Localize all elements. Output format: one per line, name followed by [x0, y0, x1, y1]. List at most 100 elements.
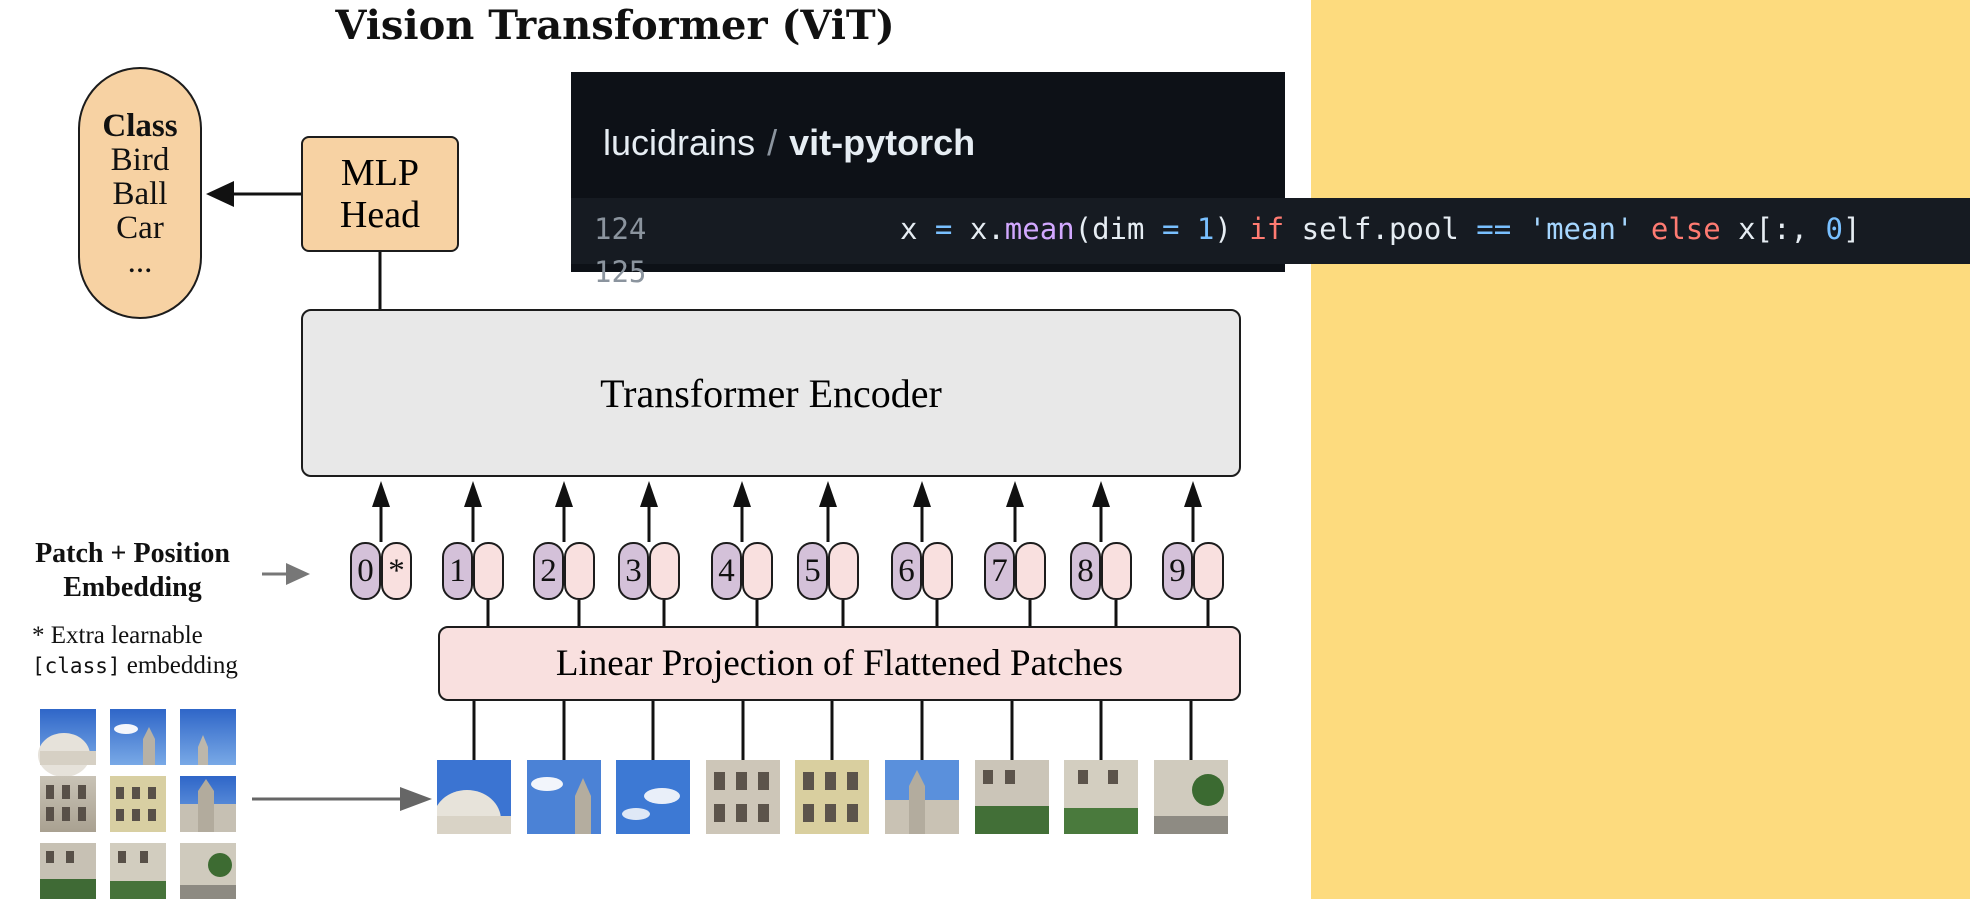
garden-left-patch-image	[975, 760, 1049, 834]
repo-breadcrumb[interactable]: lucidrains / vit-pytorch	[603, 122, 975, 164]
token-position-embedding-4	[742, 542, 773, 600]
sky-tower-patch-image	[527, 760, 601, 834]
grid-tile-dome	[38, 709, 96, 777]
token-arrow-head-1	[464, 481, 482, 507]
facade-left-patch-image	[706, 760, 780, 834]
input-image-grid	[38, 709, 236, 899]
code-mean-string: 'mean'	[1528, 212, 1634, 246]
mlp-head-line1: MLP	[340, 152, 420, 194]
grid-tile-tower-top	[180, 709, 236, 765]
token-number-4: 4	[711, 542, 742, 600]
highlighted-code-line	[571, 198, 1970, 264]
class-item-car: Car	[116, 210, 164, 246]
token-number-8: 8	[1070, 542, 1101, 600]
grid-tile-facade-center	[110, 776, 166, 832]
linear-projection-label: Linear Projection of Flattened Patches	[555, 643, 1124, 684]
code-one: 1	[1196, 212, 1215, 246]
garden-right-patch-image	[1154, 760, 1228, 834]
note-class-code: [class]	[32, 654, 121, 678]
class-item-ball: Ball	[112, 176, 168, 212]
class-item-bird: Bird	[110, 142, 170, 178]
token-arrow-head-7	[1006, 481, 1024, 507]
repo-owner-link[interactable]: lucidrains	[603, 122, 756, 163]
grid-tile-tower-sky	[110, 709, 166, 765]
yellow-side-panel	[1311, 0, 1970, 899]
note-line1: * Extra learnable	[32, 622, 203, 649]
class-heading: Class	[102, 108, 178, 144]
token-to-encoder-arrows	[372, 481, 1202, 542]
token-number-9: 9	[1162, 542, 1193, 600]
token-arrow-head-4	[733, 481, 751, 507]
token-number-2: 2	[533, 542, 564, 600]
token-arrow-head-2	[555, 481, 573, 507]
token-number-1: 1	[442, 542, 473, 600]
transformer-encoder-label: Transformer Encoder	[600, 370, 942, 416]
token-arrow-head-3	[640, 481, 658, 507]
token-position-embedding-5	[828, 542, 859, 600]
code-x-ref: x.	[969, 212, 1005, 246]
linear-projection-box: Linear Projection of Flattened Patches	[438, 626, 1241, 701]
code-var-x: x	[900, 212, 918, 246]
class-token-note: * Extra learnable [class] embedding	[32, 621, 238, 681]
token-arrow-head-0	[372, 481, 390, 507]
code-eq-op: =	[1161, 212, 1180, 246]
token-number-3: 3	[618, 542, 649, 600]
transformer-encoder-box: Transformer Encoder	[301, 309, 1241, 477]
token-arrow-head-5	[819, 481, 837, 507]
note-line2: [class] embedding	[32, 651, 238, 681]
code-else-kw: else	[1650, 212, 1721, 246]
token-position-embedding-7	[1015, 542, 1046, 600]
mlp-head-line2: Head	[339, 194, 421, 236]
line-number[interactable]: 124	[594, 212, 647, 246]
token-position-embedding-6	[922, 542, 953, 600]
embedding-label-line2: Embedding	[63, 572, 202, 603]
token-position-embedding-3	[649, 542, 680, 600]
token-number-0: 0	[350, 542, 381, 600]
token-position-embedding-8	[1101, 542, 1132, 600]
patch-sequence	[437, 760, 1228, 834]
code-zero: 0	[1825, 212, 1843, 246]
diagram-title: Vision Transformer (ViT)	[335, 2, 895, 49]
token-number-7: 7	[984, 542, 1015, 600]
mlp-to-class-arrow	[206, 181, 301, 207]
next-line-number: 125	[594, 255, 647, 289]
token-position-embedding-9	[1193, 542, 1224, 600]
token-number-5: 5	[797, 542, 828, 600]
code-if-kw: if	[1249, 212, 1285, 246]
token-position-embedding-2	[564, 542, 595, 600]
code-space	[1511, 212, 1528, 246]
embedding-label-arrow	[262, 563, 310, 585]
grid-tile-tower-base	[180, 776, 236, 832]
patch-to-projection-lines	[472, 701, 1193, 760]
repo-name-link[interactable]: vit-pytorch	[789, 122, 976, 163]
note-rest: embedding	[120, 652, 238, 679]
garden-center-patch-image	[1064, 760, 1138, 834]
code-bracket: ]	[1842, 212, 1861, 246]
code-paren: )	[1214, 212, 1250, 246]
token-arrow-head-9	[1184, 481, 1202, 507]
code-slice: x[:,	[1720, 212, 1826, 246]
code-text: x = x.mean(dim = 1) if self.pool == 'mea…	[900, 212, 1860, 246]
token-number-6: 6	[891, 542, 922, 600]
grid-tile-garden-center	[110, 843, 166, 899]
mlp-head-box: MLP Head	[301, 136, 459, 252]
embedding-label-line1: Patch + Position	[35, 538, 230, 569]
token-position-embedding-1	[473, 542, 504, 600]
code-mean-fn: mean	[1004, 212, 1075, 246]
token-arrow-head-8	[1092, 481, 1110, 507]
code-dim-arg: (dim	[1074, 212, 1162, 246]
facade-center-patch-image	[795, 760, 869, 834]
code-space	[1633, 212, 1650, 246]
token-arrow-head-6	[913, 481, 931, 507]
repo-path-separator: /	[767, 122, 778, 163]
grid-tile-garden-right	[180, 843, 236, 899]
code-eqeq-op: ==	[1476, 212, 1512, 246]
code-space	[1179, 212, 1196, 246]
grid-tile-garden-left	[40, 843, 96, 899]
class-item-ellipsis: ...	[127, 244, 153, 280]
class-output-box: Class Bird Ball Car ...	[78, 67, 202, 319]
diagram-connectors	[206, 181, 1210, 811]
code-assign-op: =	[917, 212, 970, 246]
code-self-pool: self.pool	[1284, 212, 1477, 246]
grid-tile-facade-left	[40, 776, 96, 832]
